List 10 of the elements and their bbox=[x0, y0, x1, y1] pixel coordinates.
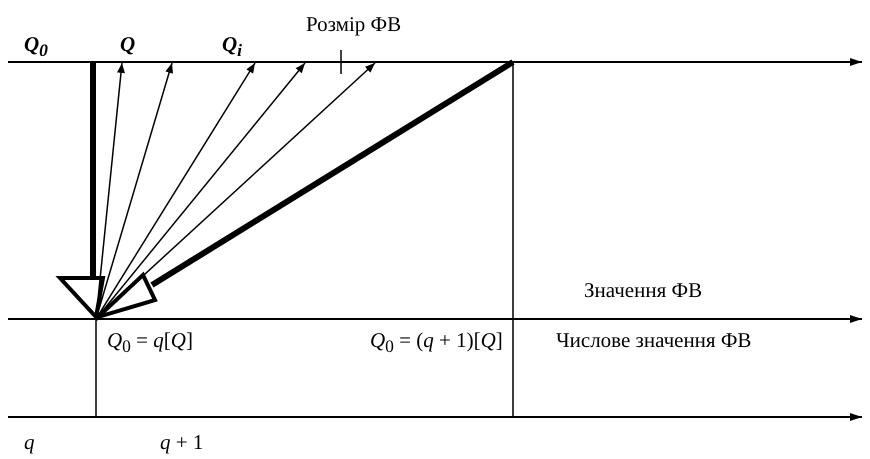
formula-label: Q$_{0}$ = (q + 1)[Q] bbox=[370, 330, 503, 356]
symbol-label: Q bbox=[120, 34, 136, 55]
symbol-label: Q$_{i}$ bbox=[222, 34, 242, 60]
axis-label: Значення ФВ bbox=[584, 280, 702, 301]
axis-tick-label: q + 1 bbox=[160, 432, 204, 453]
axis-label: Розмір ФВ bbox=[306, 14, 402, 35]
symbol-label: Q$_{0}$ bbox=[24, 34, 48, 60]
axis-label: Числове значення ФВ bbox=[556, 330, 752, 351]
formula-label: Q$_{0}$ = q[Q] bbox=[107, 330, 193, 356]
axis-tick-label: q bbox=[24, 432, 34, 453]
